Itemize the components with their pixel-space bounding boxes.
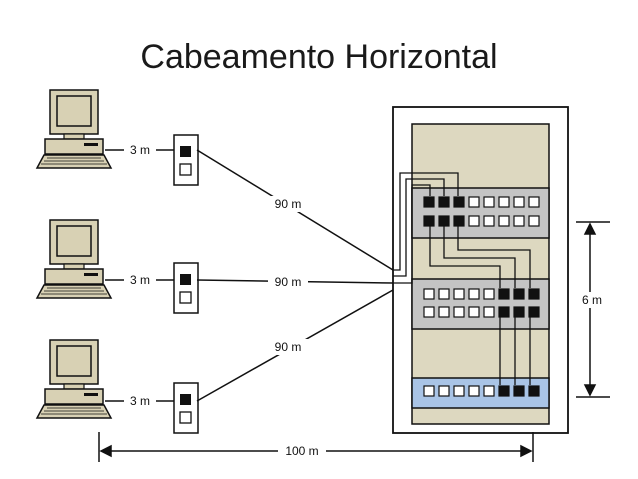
- port-empty: [453, 306, 465, 318]
- patch-cord-label-2: 3 m: [130, 273, 150, 287]
- port-connected: [453, 215, 465, 227]
- computer-icon: [36, 339, 112, 419]
- patch-panel-1: [411, 187, 550, 239]
- workstation-3: 3 m: [36, 339, 199, 434]
- port-empty: [528, 215, 540, 227]
- page-title: Cabeamento Horizontal: [140, 38, 498, 76]
- telecom-rack: [392, 106, 569, 434]
- port-empty: [513, 196, 525, 208]
- computer-icon: [36, 89, 112, 169]
- port-connected: [528, 306, 540, 318]
- port-empty: [453, 288, 465, 300]
- port-connected: [438, 215, 450, 227]
- network-switch: [411, 377, 550, 409]
- port-empty: [423, 385, 435, 397]
- port-empty: [438, 288, 450, 300]
- port-empty: [438, 306, 450, 318]
- wall-outlet-icon: [173, 262, 199, 314]
- total-distance-label: 100 m: [285, 444, 318, 458]
- port-empty: [483, 196, 495, 208]
- port-empty: [468, 385, 480, 397]
- port-empty: [513, 215, 525, 227]
- port-connected: [453, 196, 465, 208]
- port-connected: [438, 196, 450, 208]
- port-empty: [468, 288, 480, 300]
- patch-cord-label-3: 3 m: [130, 394, 150, 408]
- port-empty: [468, 196, 480, 208]
- rack-height-label: 6 m: [582, 293, 602, 307]
- port-empty: [468, 215, 480, 227]
- workstation-1: 3 m: [36, 89, 199, 186]
- port-empty: [483, 288, 495, 300]
- patch-cord-label-1: 3 m: [130, 143, 150, 157]
- horizontal-cable-label-1: 90 m: [275, 197, 302, 211]
- port-empty: [423, 288, 435, 300]
- port-connected: [498, 306, 510, 318]
- wall-outlet-icon: [173, 134, 199, 186]
- port-connected: [513, 288, 525, 300]
- rack-height-dimension: [576, 221, 610, 398]
- port-connected: [423, 215, 435, 227]
- horizontal-cable-label-2: 90 m: [275, 275, 302, 289]
- wall-outlet-icon: [173, 382, 199, 434]
- port-empty: [468, 306, 480, 318]
- port-empty: [453, 385, 465, 397]
- port-empty: [423, 306, 435, 318]
- port-connected: [528, 385, 540, 397]
- port-connected: [528, 288, 540, 300]
- port-empty: [483, 215, 495, 227]
- port-connected: [498, 288, 510, 300]
- horizontal-cable-label-3: 90 m: [275, 340, 302, 354]
- port-empty: [528, 196, 540, 208]
- port-connected: [513, 306, 525, 318]
- rack-entry-cables: [393, 172, 459, 284]
- port-connected: [513, 385, 525, 397]
- port-connected: [498, 385, 510, 397]
- port-empty: [483, 385, 495, 397]
- port-empty: [498, 196, 510, 208]
- port-connected: [423, 196, 435, 208]
- workstation-2: 3 m: [36, 219, 199, 314]
- patch-panel-2: [411, 278, 550, 330]
- port-empty: [498, 215, 510, 227]
- port-empty: [483, 306, 495, 318]
- computer-icon: [36, 219, 112, 299]
- port-empty: [438, 385, 450, 397]
- cross-connect-cables: [429, 225, 531, 385]
